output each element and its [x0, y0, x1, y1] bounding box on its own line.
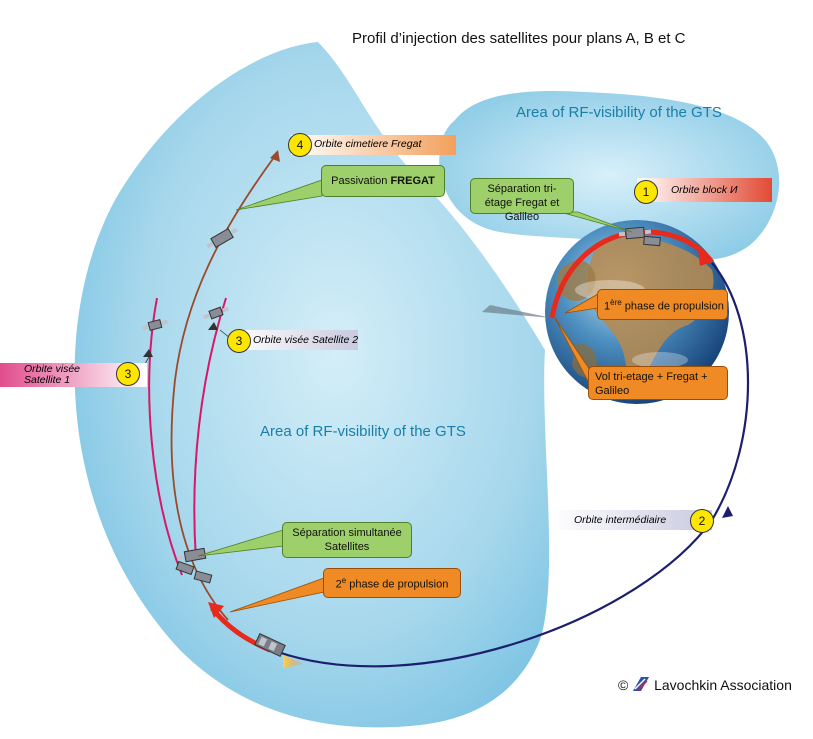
step-3b-marker: 3 — [116, 362, 140, 386]
spacecraft-separation-2 — [175, 560, 195, 576]
rf-area-label-earth: Area of RF-visibility of the GTS — [516, 104, 722, 121]
block-orbit-glyph-2 — [643, 235, 661, 247]
target-orbit-sat1 — [148, 297, 183, 576]
first-burn-arrowhead — [698, 250, 712, 266]
step-3a-label: Orbite visée Satellite 2 — [253, 334, 359, 346]
intermediate-orbit-path — [277, 262, 749, 668]
second-burn-arrowhead — [208, 602, 224, 618]
callout-vol-tri: Vol tri-etage + Fregat + Galileo — [588, 366, 728, 400]
rf-area-label-main: Area of RF-visibility of the GTS — [260, 423, 466, 440]
copyright-notice: © Lavochkin Association — [618, 676, 792, 693]
step-2-label: Orbite intermédiaire — [574, 514, 667, 526]
tag-bg-step3a — [233, 330, 358, 350]
copyright-symbol: © — [618, 677, 629, 693]
tag-bg-step4 — [291, 135, 456, 155]
sat1-orbit-arrow-marker — [143, 349, 153, 357]
diagram-title: Profil d’injection des satellites pour p… — [352, 30, 686, 47]
lavochkin-logo-icon — [633, 677, 650, 691]
callout-phase1-num: 1 — [604, 300, 611, 313]
rf-visibility-area-earth — [439, 90, 780, 260]
callout-phase2-text: phase de propulsion — [346, 578, 449, 591]
callout-separation-tri: Séparation tri-étage Fregat et Galileo — [470, 178, 574, 223]
spacecraft-separation-3 — [193, 570, 213, 584]
tag-bg-step1 — [637, 178, 772, 202]
step-1-label: Orbite block И — [671, 184, 738, 196]
sat2-orbit-arrow-marker — [208, 322, 218, 330]
callout-phase2-sup: e — [341, 576, 347, 585]
callout-passivation-bold: FREGAT — [390, 175, 435, 187]
step-3a-marker: 3 — [227, 329, 251, 353]
step-3b-label-line1: Orbite visée — [24, 363, 81, 375]
callout-phase1-sup: ère — [610, 298, 622, 307]
callout-separation-sim: Séparation simultanée Satellites — [282, 522, 412, 558]
callout-phase1-text: phase de propulsion — [621, 300, 724, 313]
step-2-marker: 2 — [690, 509, 714, 533]
callout-phase2: 2e phase de propulsion — [323, 568, 461, 598]
callout-passivation-text: Passivation — [331, 175, 391, 187]
satellite-1-glyph — [141, 318, 169, 332]
tag-bg-step2 — [552, 510, 712, 530]
step-4-marker: 4 — [288, 133, 312, 157]
step-1-marker: 1 — [634, 180, 658, 204]
step-3b-label: Orbite visée Satellite 1 — [24, 363, 81, 387]
callout-phase1: 1ère phase de propulsion — [597, 289, 728, 320]
satellite-2-glyph — [203, 306, 229, 320]
fregat-graveyard-glyph — [206, 227, 238, 249]
block-orbit-glyph — [618, 226, 652, 240]
step-4-label: Orbite cimetiere Fregat — [314, 138, 422, 150]
engine-flame — [283, 655, 305, 668]
step-3b-label-line2: Satellite 1 — [24, 374, 71, 387]
callout-passivation: Passivation FREGAT — [321, 165, 445, 197]
spacecraft-main — [254, 632, 286, 658]
callout-phase2-num: 2 — [335, 578, 342, 591]
intermediate-orbit-arrow — [722, 506, 733, 518]
launch-trail — [482, 305, 552, 318]
copyright-text: Lavochkin Association — [654, 677, 792, 693]
graveyard-orbit-arrow — [270, 150, 280, 162]
